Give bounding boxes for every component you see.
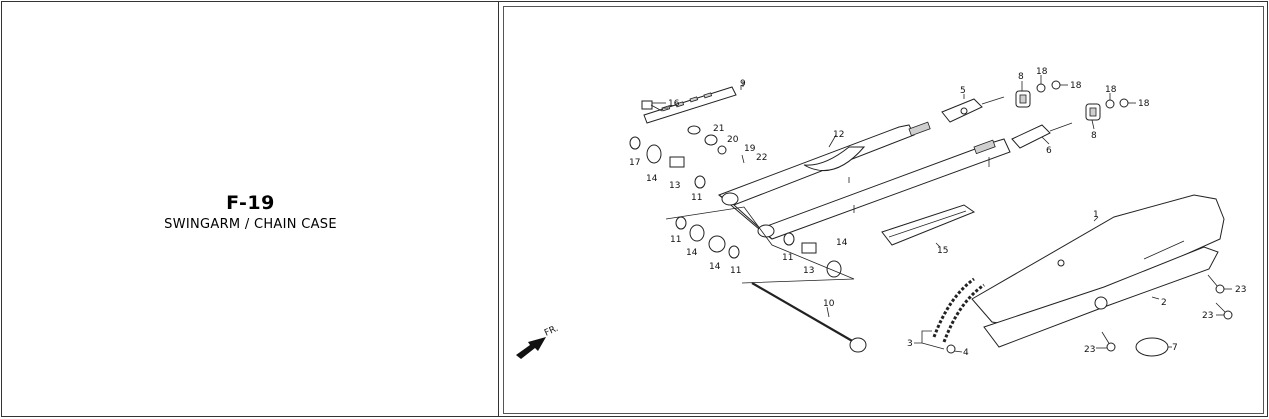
part-strap <box>643 85 742 124</box>
label-part-21: 21 <box>713 124 724 134</box>
label-part-14c: 14 <box>709 262 721 272</box>
part-bolt <box>641 100 668 112</box>
part-adjusting-plate <box>1015 90 1101 121</box>
part-pivot-bushings-upper <box>629 125 745 189</box>
label-part-16: 16 <box>668 99 680 109</box>
label-part-5: 5 <box>960 86 966 96</box>
leader-lines <box>652 75 1232 353</box>
label-part-2: 2 <box>1161 298 1167 308</box>
label-part-12: 12 <box>833 130 844 140</box>
label-part-15: 15 <box>937 246 948 256</box>
label-part-11d: 11 <box>782 253 793 263</box>
exploded-parts-diagram: 1 2 3 4 5 6 7 8 8 9 10 11 11 11 11 12 13… <box>503 6 1264 414</box>
figure-title: SWINGARM / CHAIN CASE <box>164 217 337 232</box>
part-number-labels: 1 2 3 4 5 6 7 8 8 9 10 11 11 11 11 12 13… <box>543 67 1246 358</box>
label-part-8b: 8 <box>1091 131 1097 141</box>
part-drive-chain <box>932 277 985 354</box>
part-chain-slider <box>881 204 976 246</box>
figure-code: F-19 <box>226 192 275 214</box>
figure-info-panel: F-19 SWINGARM / CHAIN CASE <box>2 2 499 416</box>
label-part-4: 4 <box>963 348 969 358</box>
part-chain-adjuster-left <box>1011 122 1073 149</box>
part-pivot-bushings-lower <box>665 206 855 284</box>
diagram-drawing: 1 2 3 4 5 6 7 8 8 9 10 11 11 11 11 12 13… <box>516 67 1246 359</box>
part-swingarm <box>717 121 1011 240</box>
label-part-23a: 23 <box>1235 285 1246 295</box>
label-part-22: 22 <box>756 153 767 163</box>
front-direction-label: FR. <box>543 324 560 339</box>
label-part-14d: 14 <box>836 238 848 248</box>
label-part-19: 19 <box>744 144 756 154</box>
part-chain-case <box>971 194 1225 348</box>
part-cap <box>1135 337 1169 357</box>
label-part-6: 6 <box>1046 146 1052 156</box>
label-part-20: 20 <box>727 135 739 145</box>
label-part-7: 7 <box>1172 343 1178 353</box>
label-part-18b: 18 <box>1070 81 1082 91</box>
front-direction-arrow-icon <box>516 337 546 359</box>
label-part-11c: 11 <box>730 266 741 276</box>
label-part-11a: 11 <box>670 235 681 245</box>
label-part-10: 10 <box>823 299 835 309</box>
part-chain-adjuster-right <box>941 96 1005 123</box>
label-part-23c: 23 <box>1084 345 1095 355</box>
label-part-13b: 13 <box>803 266 814 276</box>
label-part-13a: 13 <box>669 181 680 191</box>
label-part-14b: 14 <box>686 248 698 258</box>
label-part-8a: 8 <box>1018 72 1024 82</box>
label-part-18c: 18 <box>1105 85 1117 95</box>
label-part-11b: 11 <box>691 193 702 203</box>
label-part-23b: 23 <box>1202 311 1213 321</box>
label-part-18a: 18 <box>1036 67 1048 77</box>
label-part-3: 3 <box>907 339 913 349</box>
label-part-17: 17 <box>629 158 640 168</box>
part-bolts-23 <box>1101 274 1233 352</box>
label-part-1: 1 <box>1093 210 1099 220</box>
label-part-18d: 18 <box>1138 99 1150 109</box>
label-part-14a: 14 <box>646 174 658 184</box>
label-part-9: 9 <box>740 79 746 89</box>
part-pivot-bolt <box>751 282 867 353</box>
